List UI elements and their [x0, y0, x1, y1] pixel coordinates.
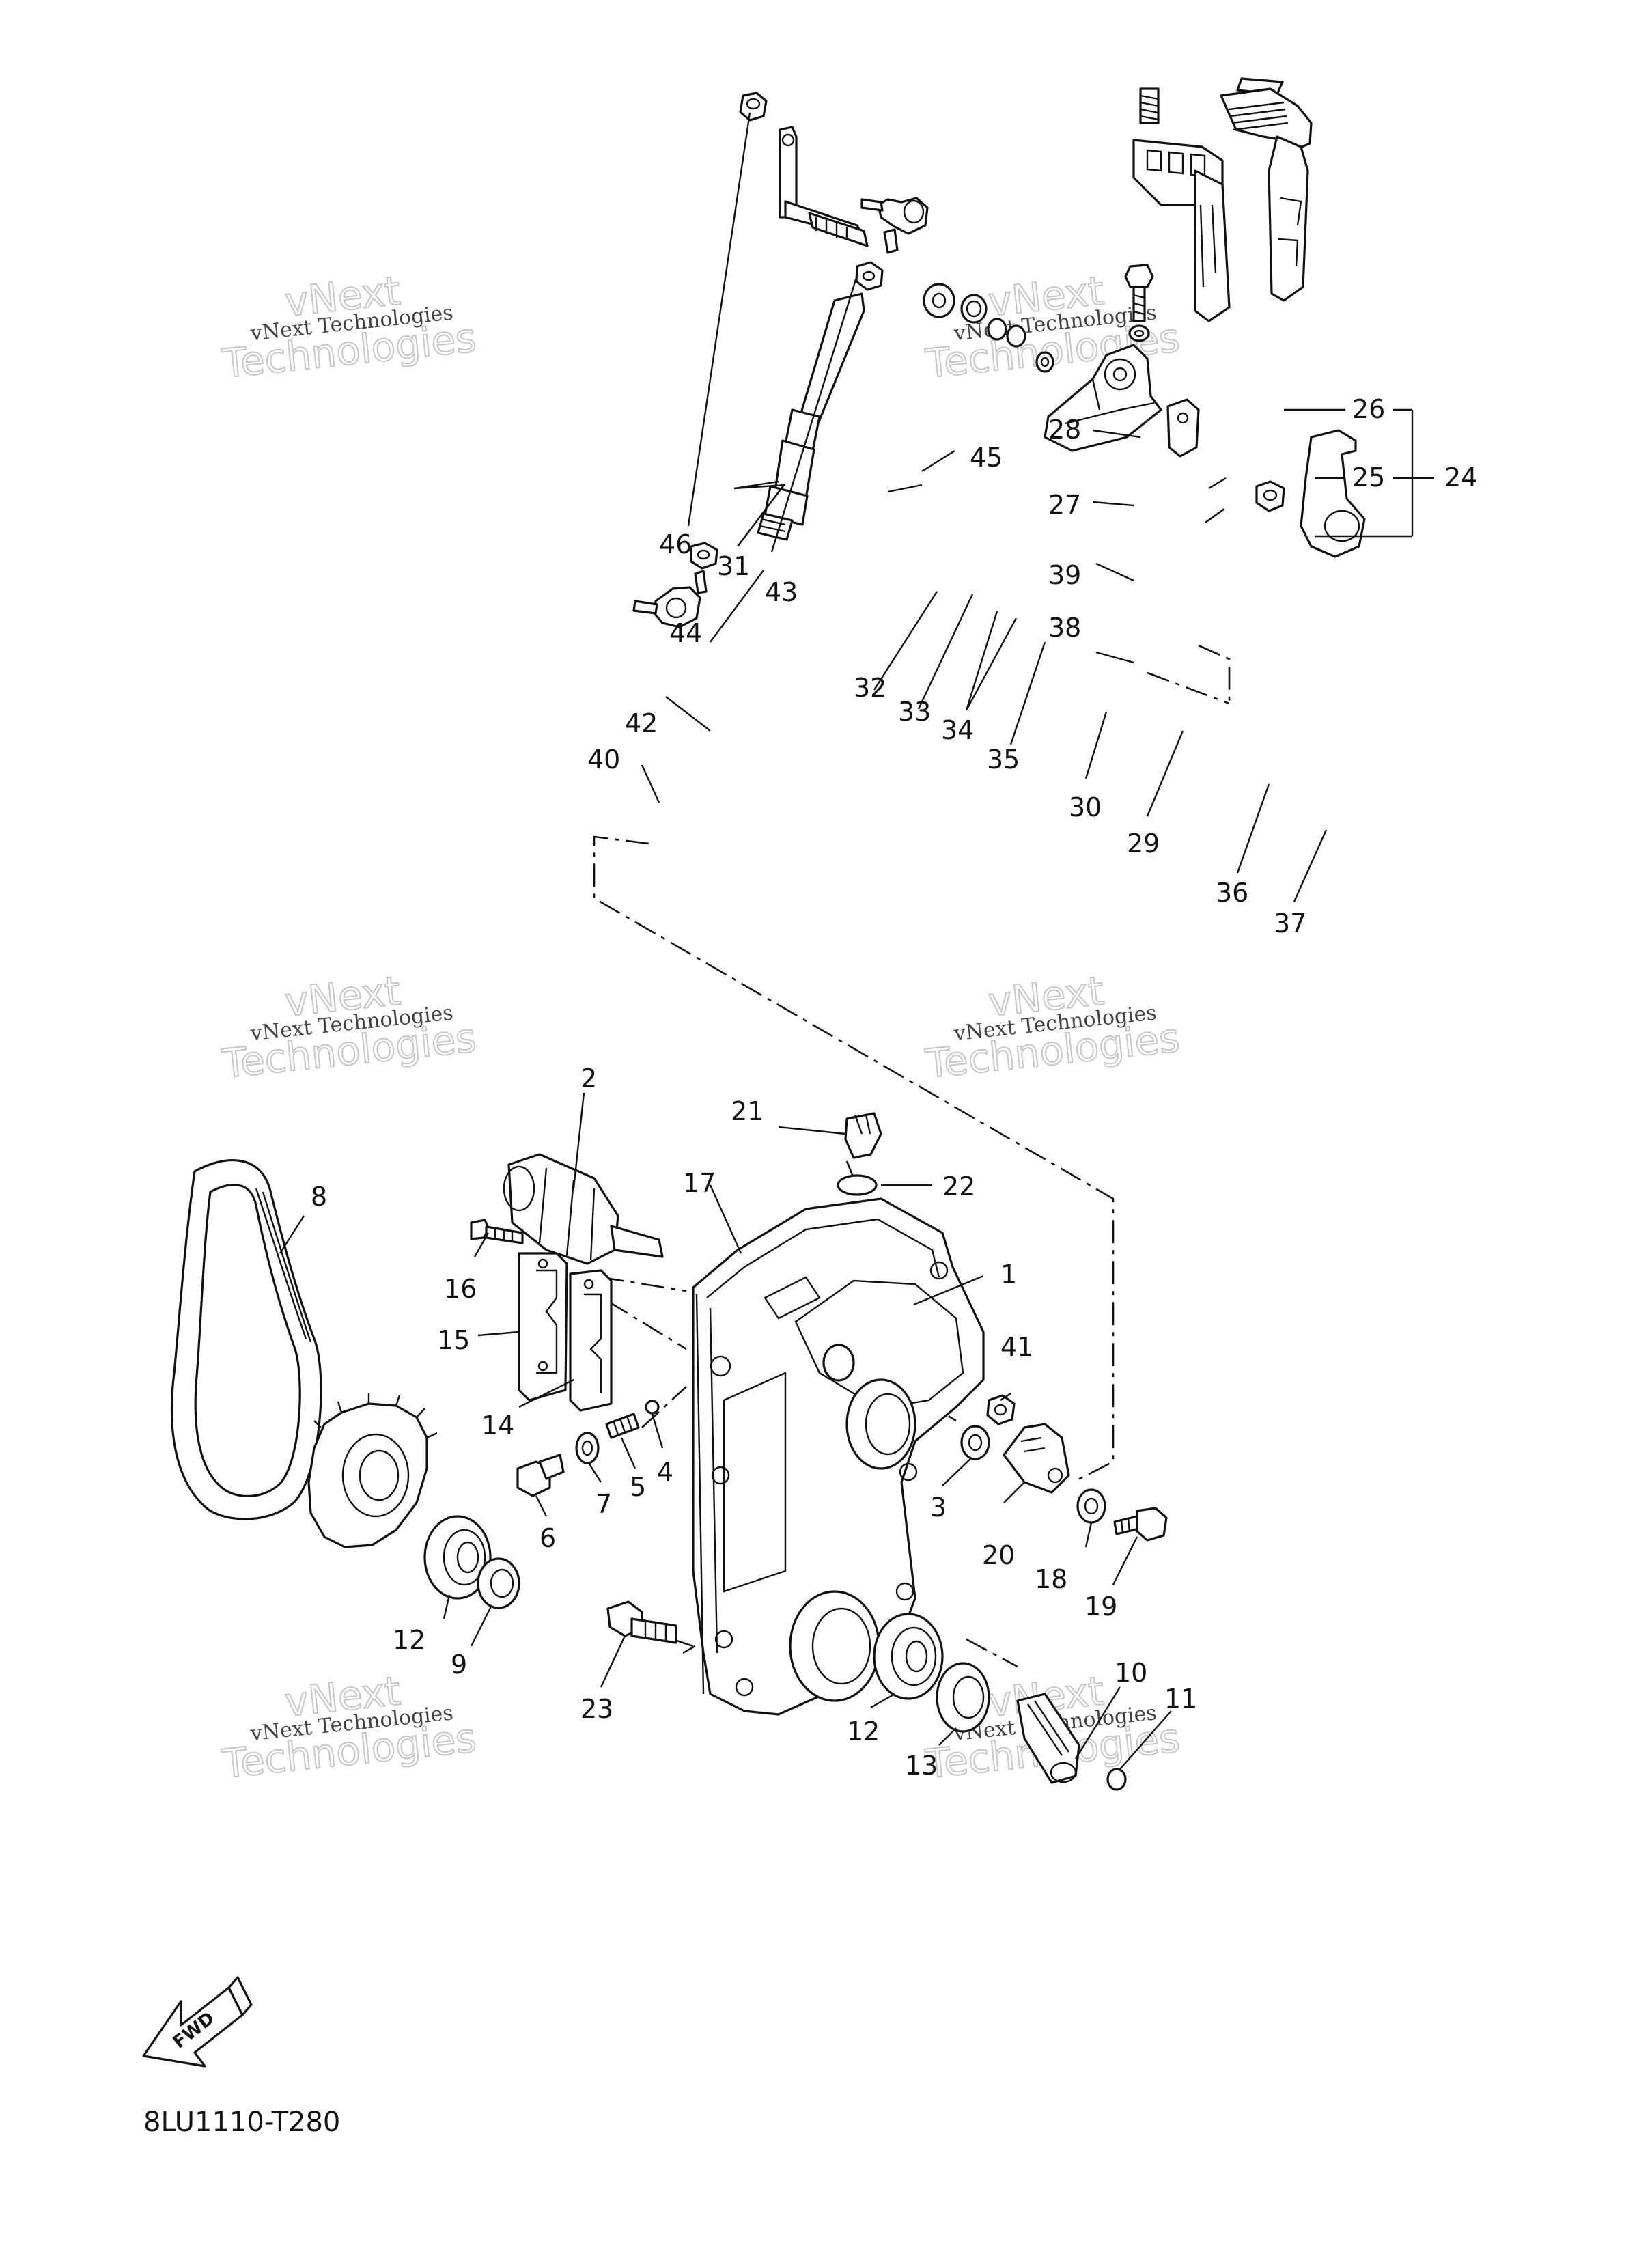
fwd-arrow-icon: FWD: [142, 1976, 253, 2068]
callout-34: 34: [941, 715, 974, 745]
callout-2: 2: [580, 1063, 597, 1094]
part-45-ball-joint: [860, 197, 929, 254]
part-21-plug: [844, 1112, 882, 1159]
callout-39: 39: [1048, 560, 1081, 590]
part-3-washer: [960, 1425, 990, 1460]
assembly-guide-lines: [593, 504, 1231, 1668]
callout-5: 5: [630, 1472, 646, 1502]
callout-22: 22: [942, 1171, 975, 1201]
callout-42: 42: [625, 708, 658, 738]
callout-6: 6: [540, 1523, 556, 1553]
callout-15: 15: [437, 1325, 470, 1355]
sprocket: [307, 1393, 438, 1548]
callout-11: 11: [1164, 1684, 1197, 1714]
part-12-bearing-left: [423, 1515, 492, 1600]
callout-8: 8: [311, 1182, 327, 1212]
part-8-chain: [170, 1159, 322, 1520]
part-9-seal: [477, 1557, 520, 1609]
part-17-gasket: [695, 1294, 705, 1695]
part-22-o-ring: [837, 1174, 878, 1196]
callout-43: 43: [765, 577, 798, 607]
part-23-bolt: [606, 1600, 677, 1644]
callout-19: 19: [1084, 1591, 1117, 1622]
part-34-o-rings: [987, 318, 1026, 348]
callout-24: 24: [1444, 462, 1477, 492]
callout-29: 29: [1127, 829, 1160, 859]
callout-14: 14: [481, 1410, 514, 1441]
callout-40: 40: [587, 745, 620, 775]
callout-12-left: 12: [393, 1625, 425, 1655]
part-28-spring: [1139, 87, 1160, 124]
callout-9: 9: [451, 1650, 467, 1680]
callout-3: 3: [930, 1492, 947, 1522]
callout-18: 18: [1035, 1564, 1067, 1594]
part-15-plate: [518, 1252, 568, 1402]
part-37-cover: [1300, 429, 1366, 558]
part-1-housing: [692, 1197, 985, 1716]
callout-37: 37: [1274, 908, 1306, 938]
callout-35: 35: [987, 745, 1020, 775]
callout-26: 26: [1352, 394, 1385, 424]
callout-17: 17: [683, 1168, 716, 1198]
callout-41: 41: [1000, 1332, 1033, 1362]
callout-27: 27: [1048, 490, 1081, 520]
callout-38: 38: [1048, 613, 1081, 643]
part-11-o-ring: [1106, 1768, 1127, 1791]
callout-23: 23: [580, 1694, 613, 1724]
part-14-plate: [569, 1269, 613, 1412]
callout-33: 33: [898, 697, 931, 727]
part-20-stopper: [1003, 1423, 1070, 1494]
callout-7: 7: [596, 1489, 612, 1519]
part-44-shaft: [757, 292, 865, 541]
callout-36: 36: [1216, 878, 1248, 908]
callout-30: 30: [1069, 792, 1102, 822]
callout-32: 32: [854, 673, 886, 703]
part-29-plate: [1166, 398, 1200, 458]
part-2-drum: [503, 1153, 664, 1265]
part-41-nut: [986, 1394, 1016, 1425]
part-6-bolt: [516, 1454, 565, 1497]
part-19-bolt: [1113, 1507, 1168, 1542]
part-31-lever: [779, 126, 869, 247]
part-27-slider: [1132, 139, 1231, 322]
part-25-handle: [1220, 87, 1313, 302]
callout-28: 28: [1048, 415, 1081, 445]
callout-44: 44: [669, 618, 702, 648]
callout-12-right: 12: [847, 1716, 880, 1747]
part-46-nut: [739, 92, 768, 122]
part-39-bolt: [1124, 264, 1154, 322]
callout-31: 31: [717, 551, 750, 581]
part-30-bracket: [1044, 344, 1162, 452]
part-7-washer: [575, 1432, 600, 1464]
part-12-bearing-right: [873, 1613, 944, 1700]
callout-4: 4: [657, 1457, 673, 1487]
part-16-bolt: [470, 1219, 524, 1244]
callout-13: 13: [905, 1751, 938, 1781]
callout-20: 20: [982, 1540, 1015, 1570]
part-35-washer: [1035, 351, 1054, 373]
part-5-spring: [605, 1413, 640, 1439]
part-18-washer: [1076, 1488, 1106, 1524]
part-13-seal: [936, 1662, 990, 1733]
callout-labels: 1 2 3 4 5 6 7 8 9 10 11 12 12 13 14 15 1…: [311, 394, 1477, 1781]
part-32-washer: [923, 283, 955, 318]
part-33-washer: [960, 294, 988, 324]
callout-45: 45: [970, 443, 1003, 473]
part-38-washer: [1128, 324, 1150, 342]
part-42-nut: [690, 542, 718, 570]
part-43-nut: [855, 261, 884, 291]
callout-1: 1: [1000, 1260, 1017, 1290]
callout-46: 46: [659, 529, 692, 559]
diagram-code: 8LU1110-T280: [143, 2106, 340, 2138]
part-36-nut: [1255, 480, 1285, 512]
callout-10: 10: [1115, 1658, 1147, 1688]
part-40-ball-joint: [632, 570, 708, 628]
callout-21: 21: [731, 1096, 764, 1126]
part-4-ball: [645, 1400, 660, 1415]
callout-16: 16: [444, 1274, 477, 1304]
callout-25: 25: [1352, 462, 1385, 492]
part-10-sleeve: [1016, 1693, 1080, 1784]
leader-lines: [279, 112, 1434, 1770]
